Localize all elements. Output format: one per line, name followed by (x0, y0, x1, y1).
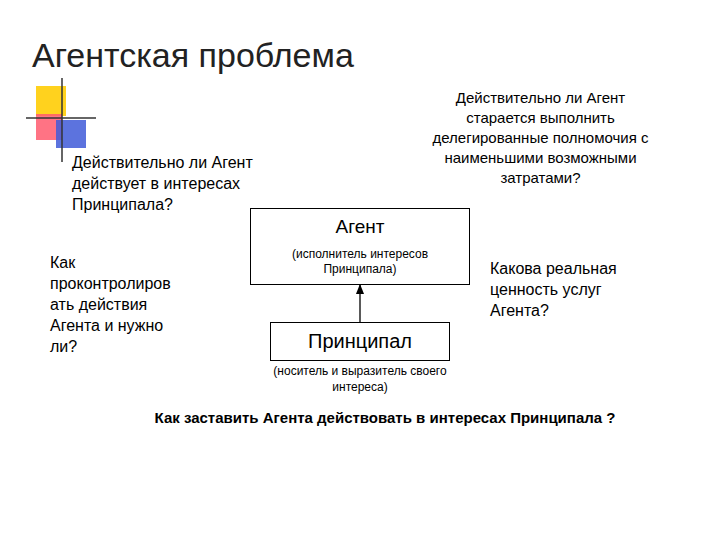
box-note: (носитель и выразитель своего интереса) (260, 364, 460, 395)
box-note: (исполнитель интересов Принципала) (259, 247, 461, 278)
question-note: Какова реальная ценность услуг Агента? (490, 258, 660, 321)
question-note: Действительно ли Агент действует в интер… (72, 152, 317, 215)
question-note: Как проконтролиров ать действия Агента и… (50, 252, 190, 357)
box-heading: Агент (259, 215, 461, 239)
role-box: Принципал(носитель и выразитель своего и… (270, 322, 450, 361)
question-note: Действительно ли Агент старается выполни… (428, 88, 653, 188)
decor-line (61, 78, 63, 162)
role-box: Агент (исполнитель интересов Принципала) (250, 208, 470, 285)
decor-line (26, 117, 96, 119)
decor-square (56, 120, 86, 148)
key-question: Как заставить Агента действовать в интер… (60, 408, 710, 428)
box-heading: Принципал (279, 329, 441, 354)
slide-title: Агентская проблема (32, 36, 354, 75)
delegation-arrow (359, 285, 360, 322)
